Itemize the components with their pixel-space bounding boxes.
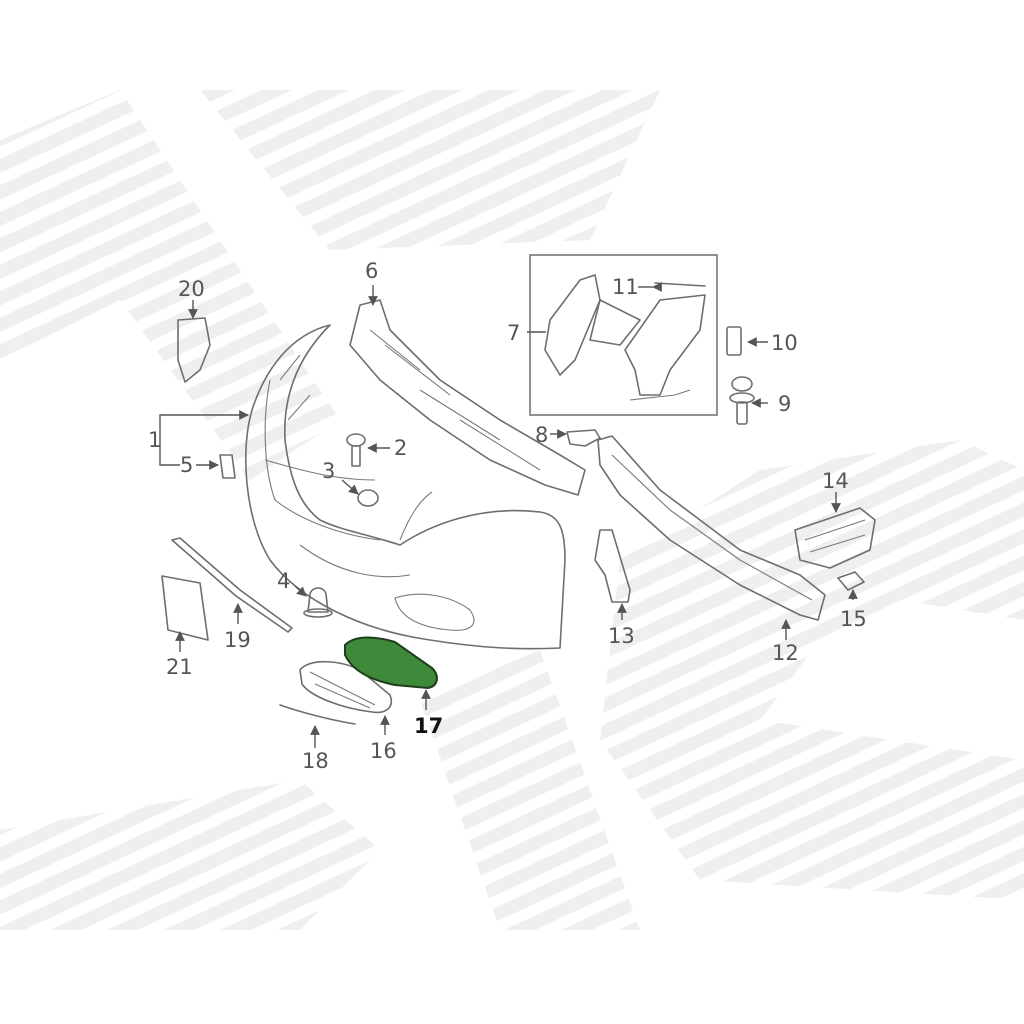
part-6-upper-support [349, 299, 586, 496]
callout-7: 7 [507, 321, 520, 345]
callout-16: 16 [370, 739, 397, 763]
part-19-trim-strip [171, 537, 293, 633]
part-9-push-pin [729, 376, 755, 425]
callout-8: 8 [535, 423, 548, 447]
callout-11: 11 [612, 275, 639, 299]
watermark-logo [0, 90, 1024, 930]
callout-3: 3 [322, 459, 335, 483]
part-13-side-bracket [594, 529, 631, 603]
part-12-reinforcement-beam [597, 435, 826, 621]
part-20-side-bracket [177, 317, 211, 383]
part-3-nut [357, 489, 379, 507]
part-18-moulding-strip [279, 704, 356, 725]
callout-6: 6 [365, 259, 378, 283]
callout-10: 10 [771, 331, 798, 355]
callout-9: 9 [778, 392, 791, 416]
part-2-bolt [346, 433, 366, 467]
callout-15: 15 [840, 607, 867, 631]
callout-20: 20 [178, 277, 205, 301]
part-4-grommet [303, 587, 333, 618]
part-21-license-plate-bracket [161, 575, 209, 641]
part-14-mount-bracket [794, 507, 876, 569]
callout-13: 13 [608, 624, 635, 648]
callout-1: 1 [148, 428, 161, 452]
callout-19: 19 [224, 628, 251, 652]
part-1-bumper-cover [245, 324, 566, 650]
part-11-strip [654, 282, 706, 287]
callout-2: 2 [394, 436, 407, 460]
callout-5: 5 [180, 453, 193, 477]
bracket-kit-box [529, 254, 718, 416]
callout-14: 14 [822, 469, 849, 493]
part-8-bracket-small [566, 429, 601, 447]
callout-21: 21 [166, 655, 193, 679]
part-7-brackets [544, 274, 706, 401]
part-5-clip [219, 454, 236, 479]
part-10-clip [726, 326, 742, 356]
callout-labels: 1 2 3 4 5 6 7 8 9 10 11 12 13 14 15 16 1… [148, 259, 867, 773]
leader-lines [159, 282, 858, 748]
callout-17: 17 [414, 714, 443, 738]
callout-18: 18 [302, 749, 329, 773]
callout-12: 12 [772, 641, 799, 665]
callout-4: 4 [277, 569, 290, 593]
part-15-clip-plate [837, 571, 865, 591]
part-16-grille [299, 660, 392, 714]
part-17-fog-lamp-cover [344, 636, 438, 690]
